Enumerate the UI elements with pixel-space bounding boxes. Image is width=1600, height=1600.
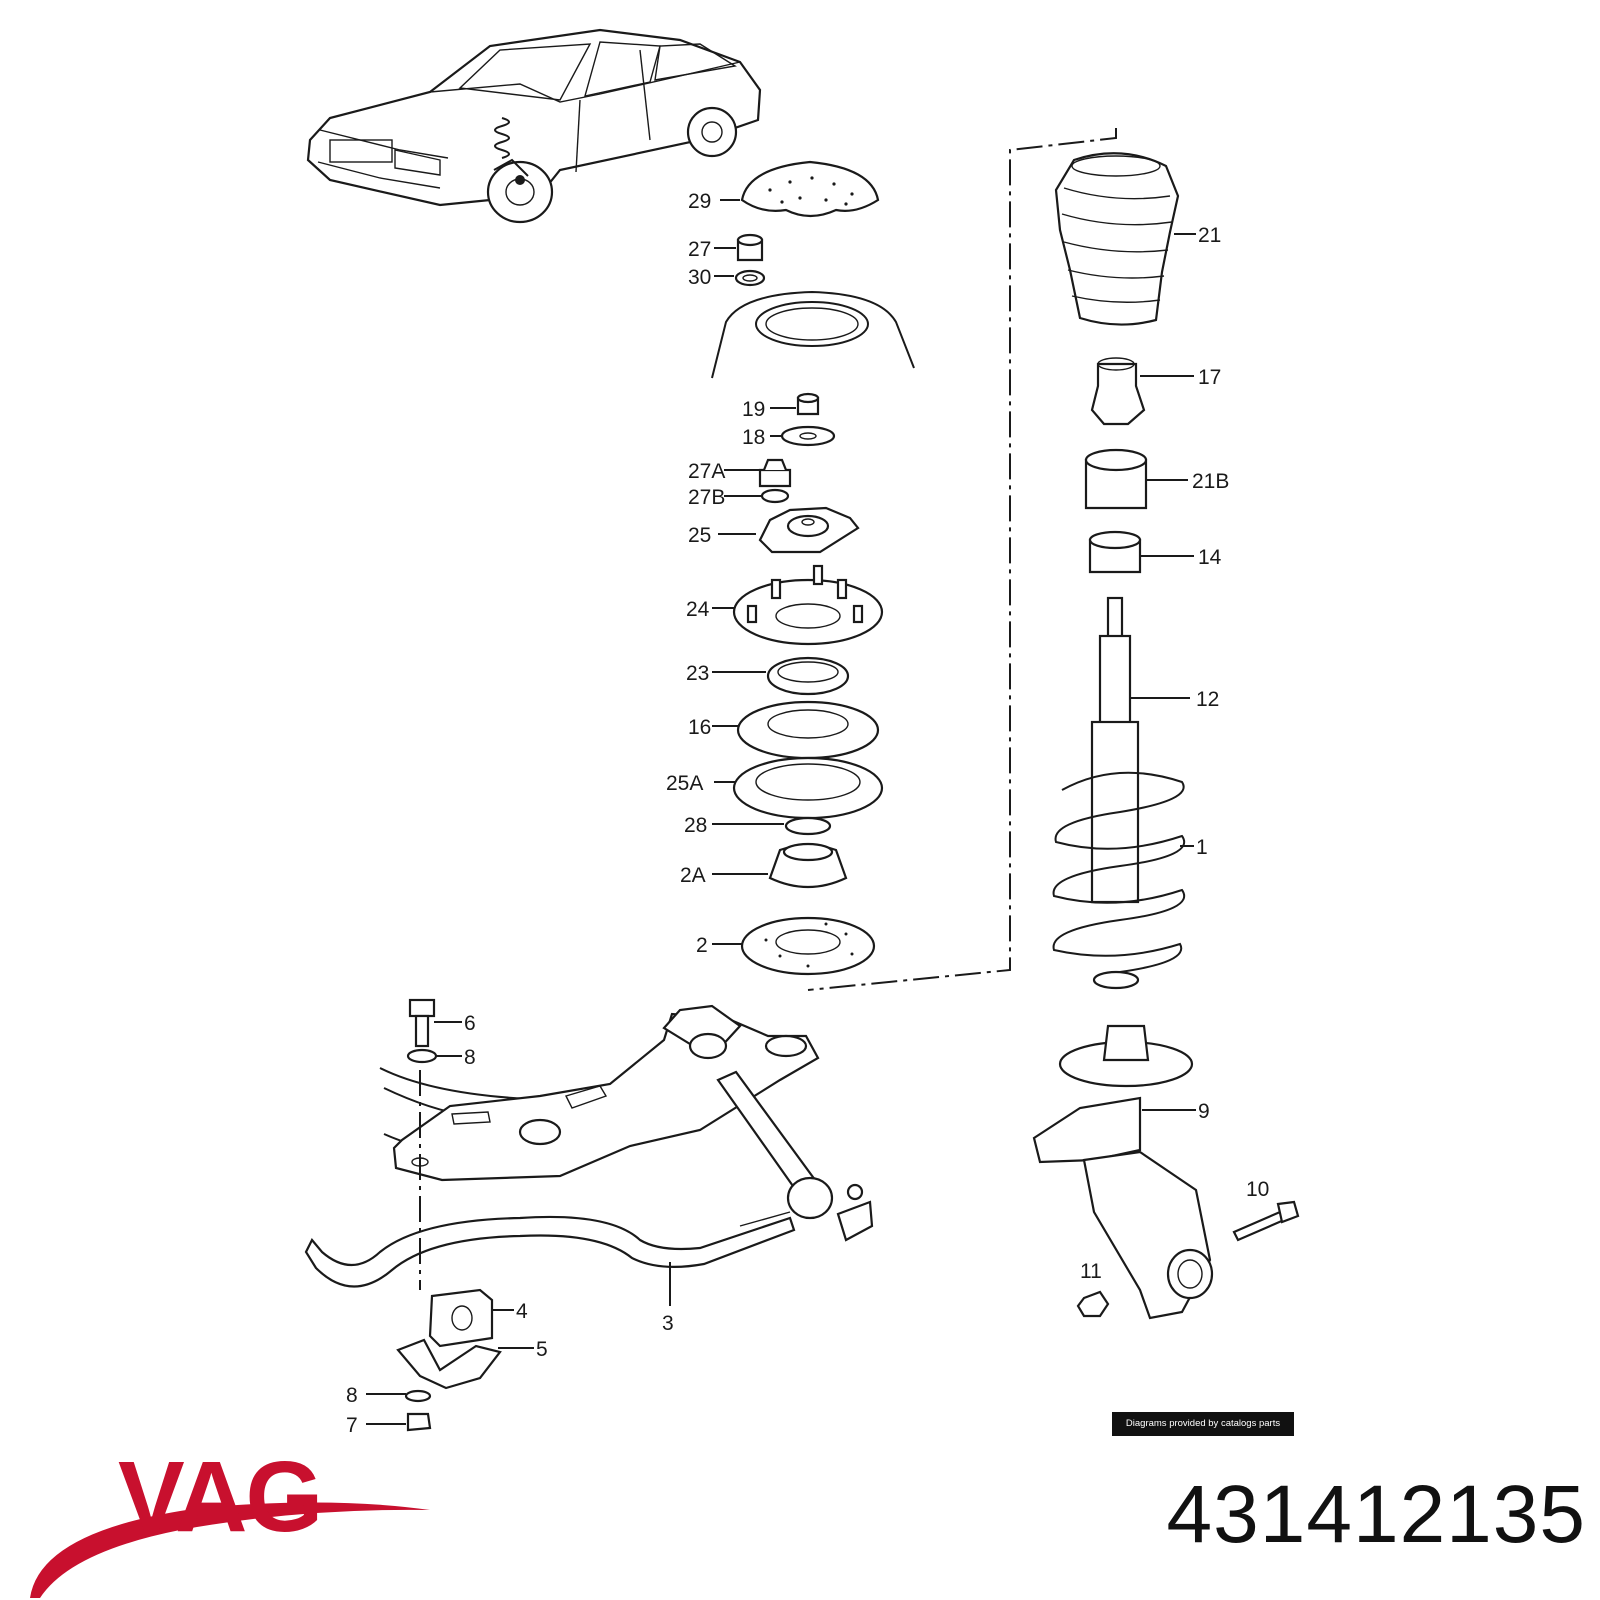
callout-11: 11 — [1080, 1260, 1102, 1283]
callout-23: 23 — [686, 662, 709, 685]
callout-1: 1 — [1196, 836, 1208, 859]
leader-lines — [366, 199, 1196, 1425]
callout-28: 28 — [684, 814, 707, 837]
callout-9: 9 — [1198, 1100, 1210, 1123]
brand-swoosh — [30, 1502, 430, 1598]
callout-25: 25 — [688, 524, 711, 547]
callout-19: 19 — [742, 398, 765, 421]
callout-8-upper: 8 — [464, 1046, 476, 1069]
diagram-credit: Diagrams provided by catalogs parts — [1112, 1412, 1294, 1436]
callout-27: 27 — [688, 238, 711, 261]
strut-column — [1032, 152, 1300, 1320]
callout-4: 4 — [516, 1300, 528, 1323]
callout-18: 18 — [742, 426, 765, 449]
callout-14: 14 — [1198, 546, 1222, 569]
assembly-bracket — [807, 128, 1117, 991]
brand-logo: VAG — [118, 1441, 323, 1553]
callout-7: 7 — [346, 1414, 358, 1437]
callout-29: 29 — [688, 190, 711, 213]
callout-27a: 27A — [688, 460, 725, 483]
callout-16: 16 — [688, 716, 711, 739]
callout-17: 17 — [1198, 366, 1221, 389]
callout-2: 2 — [696, 934, 708, 957]
car-illustration — [306, 28, 762, 224]
callout-6: 6 — [464, 1012, 476, 1035]
callout-10: 10 — [1246, 1178, 1269, 1201]
callout-24: 24 — [686, 598, 710, 621]
callout-27b: 27B — [688, 486, 725, 509]
callout-3: 3 — [662, 1312, 674, 1335]
callout-30: 30 — [688, 266, 711, 289]
top-mount-column — [711, 160, 915, 976]
callout-12: 12 — [1196, 688, 1219, 711]
callout-21: 21 — [1198, 224, 1221, 247]
callout-labels: 29 27 30 19 18 27A 27B 25 24 23 16 25A 2… — [346, 190, 1269, 1437]
part-number: 431412135 — [1166, 1469, 1586, 1560]
callout-21b: 21B — [1192, 470, 1229, 493]
subframe-assembly — [304, 998, 874, 1432]
callout-2a: 2A — [680, 864, 706, 887]
callout-8-lower: 8 — [346, 1384, 358, 1407]
callout-5: 5 — [536, 1338, 548, 1361]
callout-25a: 25A — [666, 772, 703, 795]
